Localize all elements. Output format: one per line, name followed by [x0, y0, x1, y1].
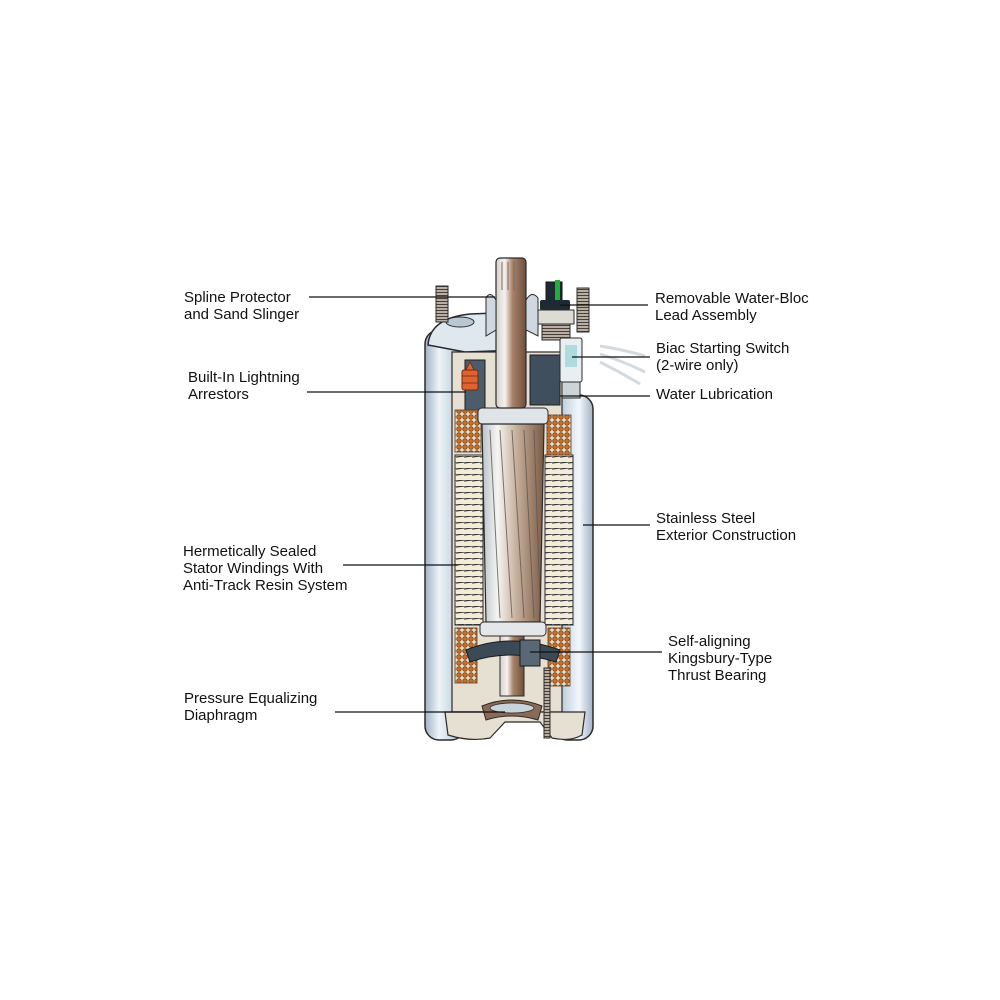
- mounting-stud-right: [576, 287, 590, 333]
- pressure-equalizing-diaphragm: [481, 699, 543, 721]
- label-spline-protector: Spline Protector and Sand Slinger: [184, 289, 300, 323]
- label-water-lubrication: Water Lubrication: [656, 386, 773, 403]
- label-thrust-bearing: Self-aligning Kingsbury-Type Thrust Bear…: [668, 633, 773, 684]
- sand-slinger: [485, 294, 497, 337]
- label-lightning-arrestors: Built-In Lightning Arrestors: [188, 369, 300, 403]
- water-bloc-lead-assembly: [537, 280, 575, 341]
- kingsbury-thrust-bearing: [465, 639, 561, 739]
- label-stator-windings: Hermetically Sealed Stator Windings With…: [183, 543, 348, 594]
- lightning-arrestor: [461, 361, 479, 391]
- label-stainless-exterior: Stainless Steel Exterior Construction: [656, 510, 797, 544]
- label-pressure-diaphragm: Pressure Equalizing Diaphragm: [184, 690, 318, 724]
- leader-lines: [307, 296, 662, 713]
- biac-starting-switch: [559, 337, 646, 399]
- rotor: [477, 407, 549, 637]
- label-biac-switch: Biac Starting Switch (2-wire only): [656, 340, 790, 374]
- label-water-bloc-lead: Removable Water-Bloc Lead Assembly: [655, 290, 809, 324]
- stator-windings: [454, 409, 574, 687]
- mounting-stud-left: [435, 285, 449, 323]
